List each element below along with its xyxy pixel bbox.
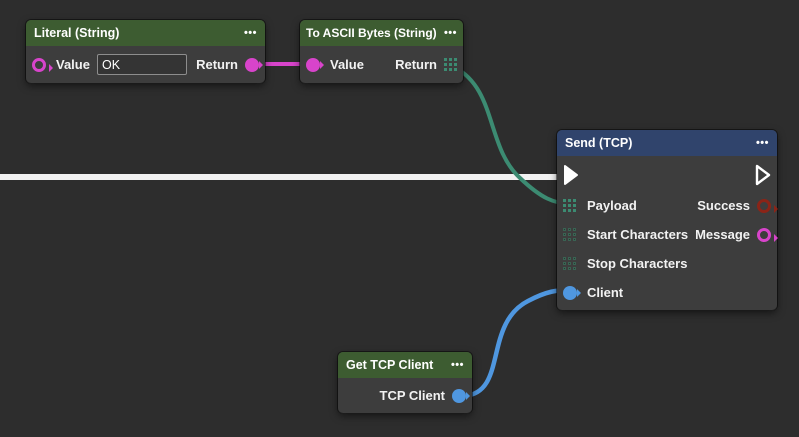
menu-icon[interactable]: ••• <box>443 26 457 39</box>
wire-bytes[interactable] <box>452 65 572 206</box>
start-characters-label: Start Characters <box>587 227 689 242</box>
send-payload-row: Payload Success <box>557 191 778 220</box>
send-client-row: Client <box>557 278 777 307</box>
node-title: Literal (String) <box>34 26 120 40</box>
send-start-chars-row: Start Characters Message <box>557 220 778 249</box>
exec-input-pin[interactable] <box>563 164 579 186</box>
stop-characters-input-pin[interactable] <box>563 257 576 270</box>
return-output-pin[interactable] <box>245 57 263 72</box>
value-input-pin[interactable] <box>32 57 53 72</box>
value-text-input[interactable] <box>96 54 187 75</box>
message-output-pin[interactable] <box>757 227 778 242</box>
node-send-tcp[interactable]: Send (TCP) ••• Payload Success <box>557 130 778 310</box>
menu-icon[interactable]: ••• <box>450 358 464 371</box>
value-label: Value <box>330 57 364 72</box>
node-get-tcp-client[interactable]: Get TCP Client ••• TCP Client <box>338 352 472 413</box>
tcp-client-label: TCP Client <box>379 388 446 403</box>
client-input-pin[interactable] <box>563 285 581 300</box>
client-label: Client <box>587 285 624 300</box>
return-label: Return <box>196 57 238 72</box>
return-label: Return <box>395 57 437 72</box>
stop-characters-label: Stop Characters <box>587 256 688 271</box>
start-characters-input-pin[interactable] <box>563 228 576 241</box>
tcp-client-output-pin[interactable] <box>452 388 470 403</box>
node-send-header[interactable]: Send (TCP) ••• <box>557 130 777 156</box>
menu-icon[interactable]: ••• <box>755 136 769 149</box>
return-bytes-pin[interactable] <box>444 58 457 71</box>
literal-value-row: Value Return <box>26 49 265 80</box>
node-get-tcp-header[interactable]: Get TCP Client ••• <box>338 352 472 378</box>
success-output-pin[interactable] <box>757 198 778 213</box>
payload-label: Payload <box>587 198 637 213</box>
node-title: Get TCP Client <box>346 358 434 372</box>
send-stop-chars-row: Stop Characters <box>557 249 777 278</box>
node-to-ascii-header[interactable]: To ASCII Bytes (String) ••• <box>300 20 463 46</box>
to-ascii-row: Value Return <box>300 49 463 80</box>
success-label: Success <box>697 198 750 213</box>
value-input-pin[interactable] <box>306 57 324 72</box>
value-label: Value <box>56 57 90 72</box>
get-tcp-client-row: TCP Client <box>338 381 472 410</box>
menu-icon[interactable]: ••• <box>243 26 257 39</box>
message-label: Message <box>695 227 750 242</box>
exec-output-pin[interactable] <box>755 164 771 186</box>
wire-client[interactable] <box>461 287 573 399</box>
payload-input-pin[interactable] <box>563 199 576 212</box>
node-literal-string[interactable]: Literal (String) ••• Value Return <box>26 20 265 83</box>
node-title: Send (TCP) <box>565 136 633 150</box>
node-literal-header[interactable]: Literal (String) ••• <box>26 20 265 46</box>
node-to-ascii-bytes[interactable]: To ASCII Bytes (String) ••• Value Return <box>300 20 463 83</box>
node-title: To ASCII Bytes (String) <box>306 26 437 40</box>
send-exec-row <box>557 159 777 191</box>
